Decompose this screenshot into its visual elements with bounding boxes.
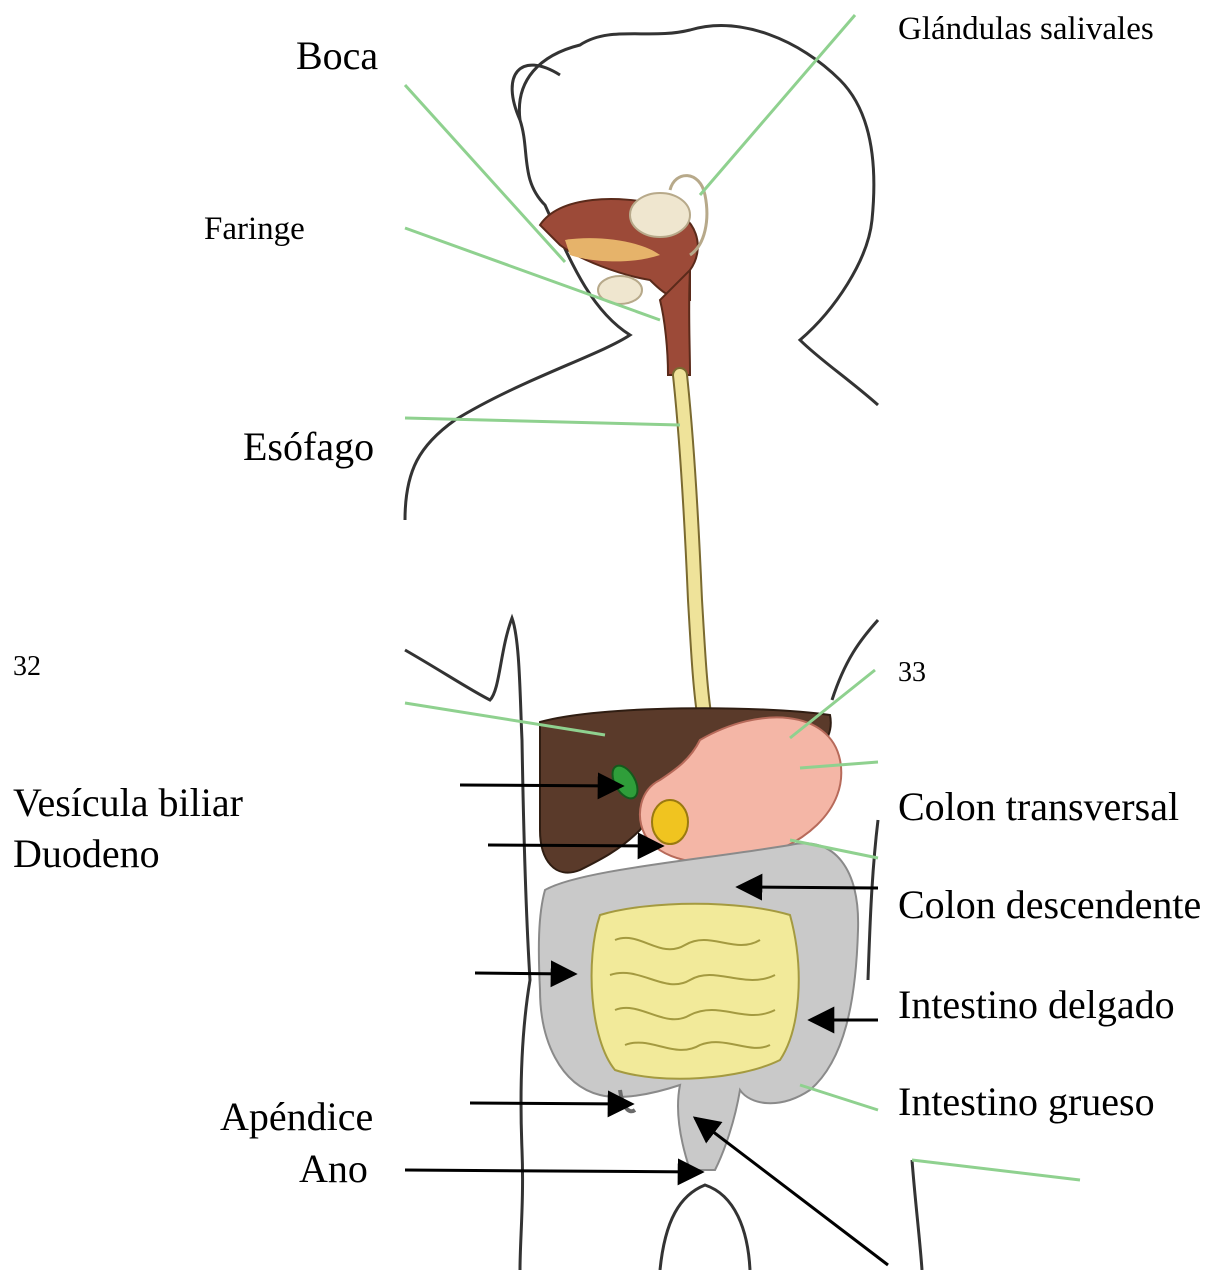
- label-number-33: 33: [898, 659, 926, 687]
- label-vesicula-biliar: Vesícula biliar: [13, 783, 243, 823]
- label-intestino-grueso: Intestino grueso: [898, 1082, 1155, 1122]
- label-faringe: Faringe: [204, 213, 305, 246]
- pancreas: [652, 800, 688, 844]
- label-intestino-delgado: Intestino delgado: [898, 985, 1175, 1025]
- salivary-gland-parotid: [630, 193, 690, 237]
- label-colon-descendente: Colon descendente: [898, 885, 1201, 925]
- legs-outline: [660, 1160, 922, 1270]
- label-apendice: Apéndice: [220, 1097, 373, 1137]
- label-boca: Boca: [296, 36, 378, 76]
- label-ano: Ano: [299, 1149, 368, 1189]
- label-duodeno: Duodeno: [13, 834, 160, 874]
- label-esofago: Esófago: [243, 427, 374, 467]
- body-outline: [405, 65, 630, 520]
- small-intestine: [592, 904, 799, 1079]
- label-colon-transversal: Colon transversal: [898, 787, 1179, 827]
- label-number-32: 32: [13, 653, 41, 681]
- label-glandulas-salivales: Glándulas salivales: [898, 13, 1154, 46]
